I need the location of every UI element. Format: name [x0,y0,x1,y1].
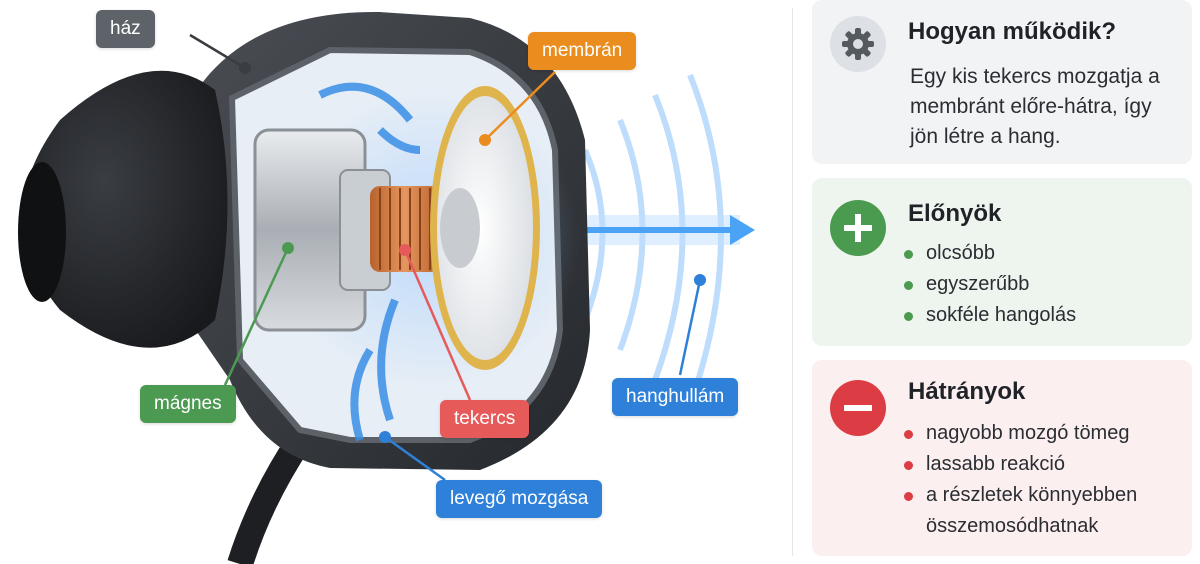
cons-title: Hátrányok [908,378,1026,405]
cons-item: a részletek könnyebben összemosódhatnak [904,480,1184,542]
plus-icon [830,200,886,256]
label-haz: ház [96,10,155,48]
sound-arrow-head [730,215,755,245]
cable [227,432,311,564]
label-hanghullam: hanghullám [612,378,739,416]
earphone-cutaway-illustration [18,11,755,564]
leader-lines [189,33,702,482]
label-levego-mozgasa: levegő mozgása [436,480,603,518]
pros-panel: Előnyök olcsóbb egyszerűbb sokféle hango… [812,178,1192,346]
pros-list: olcsóbb egyszerűbb sokféle hangolás [904,238,1076,331]
voice-coil [370,186,440,272]
leader-dots [239,62,706,443]
label-tekercs: tekercs [440,400,530,438]
ear-tip-opening [18,162,66,302]
coil-windings [379,188,431,270]
pros-item: egyszerűbb [904,269,1076,300]
diaphragm [437,96,533,360]
cons-item: nagyobb mozgó tömeg [904,418,1184,449]
cons-panel: Hátrányok nagyobb mozgó tömeg lassabb re… [812,360,1192,556]
how-it-works-panel: Hogyan működik? Egy kis tekercs mozgatja… [812,0,1192,164]
label-magnes: mágnes [140,385,236,423]
ear-tip [22,70,228,348]
minus-icon [830,380,886,436]
gear-icon [830,16,886,72]
cons-item: lassabb reakció [904,449,1184,480]
how-title: Hogyan működik? [908,18,1117,45]
label-membran: membrán [528,32,637,70]
pros-item: sokféle hangolás [904,300,1076,331]
how-text: Egy kis tekercs mozgatja a membránt előr… [910,65,1160,148]
divider [792,8,793,556]
air-movement-arrows [318,82,421,442]
pros-item: olcsóbb [904,238,1076,269]
pros-title: Előnyök [908,200,1002,227]
cons-list: nagyobb mozgó tömeg lassabb reakció a ré… [904,418,1184,542]
diaphragm-dome [440,188,480,268]
